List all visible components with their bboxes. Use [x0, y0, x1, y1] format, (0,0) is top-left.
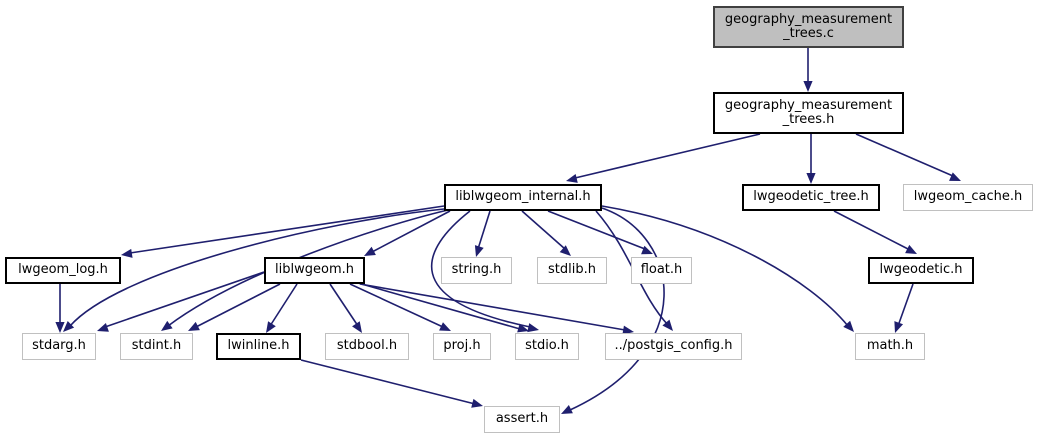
node-label: math.h	[866, 338, 914, 354]
node-label: lwgeodetic_tree.h	[753, 189, 869, 205]
node-label: stdint.h	[131, 338, 182, 354]
arrowhead	[559, 245, 571, 256]
arrowhead	[843, 320, 854, 332]
arrowhead	[905, 244, 917, 254]
node-stdio_h[interactable]: stdio.h	[515, 333, 579, 360]
edge-liblwgeom_h-to-stdarg_h	[97, 271, 265, 332]
node-label: ../postgis_config.h	[614, 338, 733, 354]
node-label: geography_measurement _trees.c	[724, 11, 893, 41]
edge-geography_measurement_trees_h-to-lwgeodetic_tree_h	[806, 134, 816, 184]
node-lwgeodetic_h[interactable]: lwgeodetic.h	[868, 257, 974, 284]
node-proj_h[interactable]: proj.h	[433, 333, 491, 360]
arrowhead	[161, 320, 173, 331]
node-label: lwinline.h	[227, 338, 290, 354]
node-stdlib_h[interactable]: stdlib.h	[537, 257, 607, 284]
node-label: stdio.h	[525, 338, 569, 354]
node-geography_measurement_trees_c[interactable]: geography_measurement _trees.c	[713, 6, 904, 48]
node-label: lwgeodetic.h	[879, 262, 963, 278]
edge-liblwgeom_internal_h-to-lwgeom_log_h	[121, 205, 445, 258]
arrowhead	[806, 173, 816, 184]
edge-geography_measurement_trees_h-to-lwgeom_cache_h	[855, 133, 961, 181]
arrowhead	[188, 321, 200, 331]
arrowhead	[352, 321, 362, 333]
node-label: liblwgeom.h	[275, 262, 354, 278]
edge-liblwgeom_h-to-stdio_h	[357, 282, 529, 333]
arrowhead	[566, 173, 578, 183]
node-lwgeom_log_h[interactable]: lwgeom_log.h	[5, 257, 121, 284]
edge-liblwgeom_internal_h-to-stdarg_h	[63, 208, 445, 332]
edge-liblwgeom_h-to-lwinline_h	[266, 283, 298, 333]
node-label: proj.h	[443, 338, 481, 354]
node-lwinline_h[interactable]: lwinline.h	[216, 333, 301, 360]
arrowhead	[266, 321, 276, 333]
edge-geography_measurement_trees_c-to-geography_measurement_trees_h	[803, 48, 813, 92]
node-postgis_config_h[interactable]: ../postgis_config.h	[605, 333, 742, 360]
node-stdarg_h[interactable]: stdarg.h	[22, 333, 96, 360]
arrowhead	[622, 325, 634, 335]
edge-liblwgeom_internal_h-to-stdint_h	[161, 209, 449, 331]
node-label: stdarg.h	[32, 338, 86, 354]
node-label: liblwgeom_internal.h	[455, 189, 591, 205]
arrowhead	[63, 321, 75, 332]
edge-liblwgeom_h-to-stdint_h	[188, 283, 281, 331]
arrowhead	[471, 398, 483, 408]
edge-lwgeom_log_h-to-stdarg_h	[55, 284, 65, 333]
edge-lwgeodetic_h-to-math_h	[894, 283, 914, 333]
node-geography_measurement_trees_h[interactable]: geography_measurement _trees.h	[713, 92, 904, 134]
node-math_h[interactable]: math.h	[855, 333, 925, 360]
edge-liblwgeom_internal_h-to-stdlib_h	[521, 210, 571, 256]
node-stdint_h[interactable]: stdint.h	[120, 333, 193, 360]
node-label: stdlib.h	[548, 262, 596, 278]
edge-liblwgeom_internal_h-to-string_h	[474, 210, 491, 257]
arrowhead	[662, 319, 673, 331]
arrowhead	[561, 405, 573, 414]
arrowhead	[439, 322, 451, 331]
node-assert_h[interactable]: assert.h	[484, 406, 560, 433]
node-stdbool_h[interactable]: stdbool.h	[325, 333, 409, 360]
node-string_h[interactable]: string.h	[441, 257, 512, 284]
node-label: stdbool.h	[336, 338, 398, 354]
node-label: string.h	[451, 262, 502, 278]
edge-lwgeodetic_tree_h-to-lwgeodetic_h	[833, 210, 917, 254]
arrowhead	[803, 81, 813, 92]
arrowhead	[364, 246, 376, 256]
edge-liblwgeom_h-to-proj_h	[349, 283, 451, 331]
node-float_h[interactable]: float.h	[631, 257, 692, 284]
arrowhead	[894, 321, 904, 333]
arrowhead	[641, 245, 653, 255]
edge-liblwgeom_h-to-postgis_config_h	[359, 283, 634, 335]
node-liblwgeom_h[interactable]: liblwgeom.h	[264, 257, 365, 284]
arrowhead	[474, 245, 484, 257]
edge-liblwgeom_internal_h-to-float_h	[547, 210, 653, 255]
arrowhead	[527, 323, 539, 333]
edge-liblwgeom_internal_h-to-assert_h	[561, 207, 665, 414]
node-label: assert.h	[495, 411, 549, 427]
edge-liblwgeom_h-to-stdbool_h	[329, 283, 362, 333]
edge-liblwgeom_internal_h-to-stdio_h	[430, 210, 539, 333]
edge-geography_measurement_trees_h-to-liblwgeom_internal_h	[566, 133, 761, 183]
node-lwgeom_cache_h[interactable]: lwgeom_cache.h	[903, 184, 1033, 211]
edge-liblwgeom_internal_h-to-liblwgeom_h	[364, 210, 451, 256]
node-liblwgeom_internal_h[interactable]: liblwgeom_internal.h	[444, 184, 602, 211]
edge-lwinline_h-to-assert_h	[300, 359, 483, 408]
node-label: lwgeom_log.h	[18, 262, 108, 278]
node-label: float.h	[640, 262, 683, 278]
arrowhead	[949, 172, 961, 181]
arrowhead	[517, 323, 529, 333]
node-lwgeodetic_tree_h[interactable]: lwgeodetic_tree.h	[742, 184, 880, 211]
arrowhead	[55, 322, 65, 333]
node-label: geography_measurement _trees.h	[724, 97, 893, 127]
edge-liblwgeom_internal_h-to-math_h	[601, 205, 854, 332]
node-label: lwgeom_cache.h	[913, 189, 1023, 205]
arrowhead	[97, 323, 109, 332]
arrowhead	[121, 248, 133, 258]
